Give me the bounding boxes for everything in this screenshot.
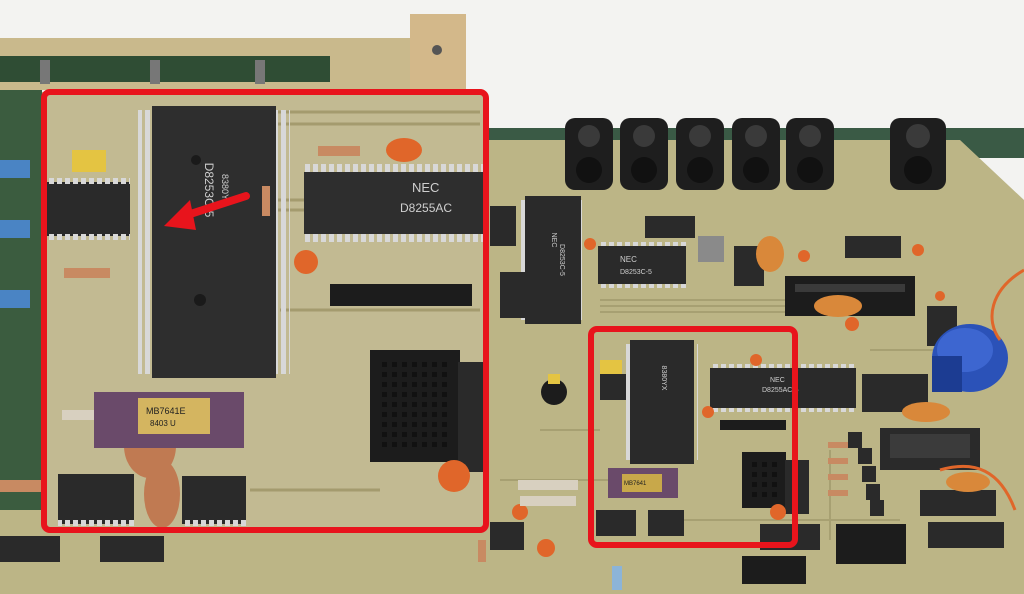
ic-small (600, 374, 626, 400)
red-arrow-icon (164, 192, 250, 230)
cpu-chip: NEC D8253C-5 (521, 196, 585, 324)
ic-d8255-main: NEC D8255AC-5 (710, 364, 856, 412)
ic-d8255-small: NEC D8253C-5 (598, 242, 686, 288)
highlight-box (588, 326, 798, 548)
stacked-boards (0, 14, 466, 510)
wire (990, 268, 1024, 341)
ic-small (648, 510, 684, 536)
main-label-brand: NEC (770, 377, 785, 384)
ic-socket (742, 556, 806, 584)
zoom-highlight-box (41, 89, 489, 533)
vertical-label-code: 8380YX (660, 366, 667, 391)
ceramic-disc (902, 402, 950, 422)
ic-socket (490, 206, 516, 246)
yellow-capacitor (600, 360, 622, 374)
zoom-main-part: D8255AC (400, 201, 452, 215)
wire (939, 464, 1017, 511)
transistors (848, 432, 884, 516)
ic-small (928, 522, 1004, 548)
ic-small (100, 536, 164, 562)
ic-small (596, 510, 636, 536)
ceramic-disc (946, 472, 990, 492)
zoom-eprom-label: MB7641E (146, 406, 186, 416)
zoom-eprom-code: 8403 U (150, 419, 176, 428)
ic-small (490, 522, 524, 550)
ic-small (645, 216, 695, 238)
zoom-vertical-code: 8380YX (220, 174, 230, 206)
ceramic-disc (756, 236, 784, 272)
zoom-main-chip: NEC D8255AC (304, 164, 484, 242)
ic-small (500, 272, 526, 318)
ic-small (845, 236, 901, 258)
ic-d8253-vertical: 8380YX (626, 340, 698, 464)
trimmer-pot (541, 374, 567, 405)
eprom-label: MB7641 (624, 481, 647, 487)
ceramic-capacitors (512, 238, 945, 557)
zoom-main-brand: NEC (412, 180, 439, 195)
small-label-brand: NEC (620, 255, 637, 264)
sip-resistor (720, 420, 786, 430)
small-label-part: D8253C-5 (620, 269, 652, 276)
resistors (0, 442, 848, 590)
electrolytic-capacitor (932, 324, 1008, 392)
zoom-vertical-chip: D8253C-5 8380YX (138, 106, 290, 378)
ic-small (0, 536, 60, 562)
ceramic-disc (814, 295, 862, 317)
eprom-chip: MB7641 (608, 468, 678, 498)
crystal (698, 236, 724, 262)
cpu-label-brand: NEC (550, 233, 557, 248)
transistor-array (836, 524, 906, 564)
main-label-part: D8255AC-5 (762, 387, 799, 394)
ic-small (920, 490, 996, 516)
zoom-inset: D8253C-5 8380YX NEC D8255AC (44, 92, 486, 530)
audio-jacks (565, 118, 946, 190)
cpu-label-part: D8253C-5 (558, 244, 565, 276)
zoom-eprom: MB7641E 8403 U (94, 392, 244, 448)
